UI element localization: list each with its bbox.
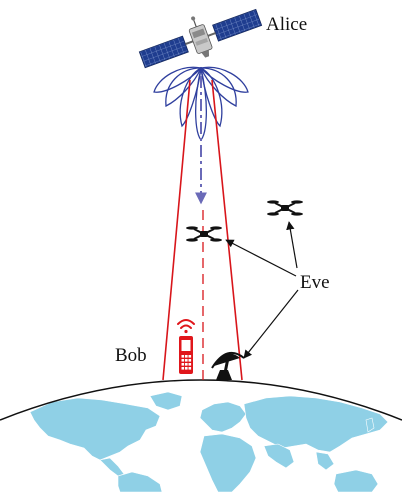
bob-label: Bob (115, 345, 147, 366)
alice-label: Alice (266, 14, 307, 35)
wifi-signal-icon (177, 319, 195, 334)
earth-horizon (0, 379, 402, 421)
earth (0, 379, 402, 492)
mobile-phone-icon (177, 319, 195, 374)
drone-icon (186, 226, 222, 242)
satellite-icon (138, 8, 263, 69)
eve-pointer-arrows (225, 221, 299, 359)
drone-icon (267, 200, 303, 216)
world-map-landmass (29, 391, 389, 492)
beam-edge-left (162, 79, 191, 381)
main-beam (162, 76, 243, 381)
satellite-dish-icon (211, 351, 245, 380)
eve-label: Eve (300, 272, 330, 293)
beam-edge-right (211, 79, 243, 381)
